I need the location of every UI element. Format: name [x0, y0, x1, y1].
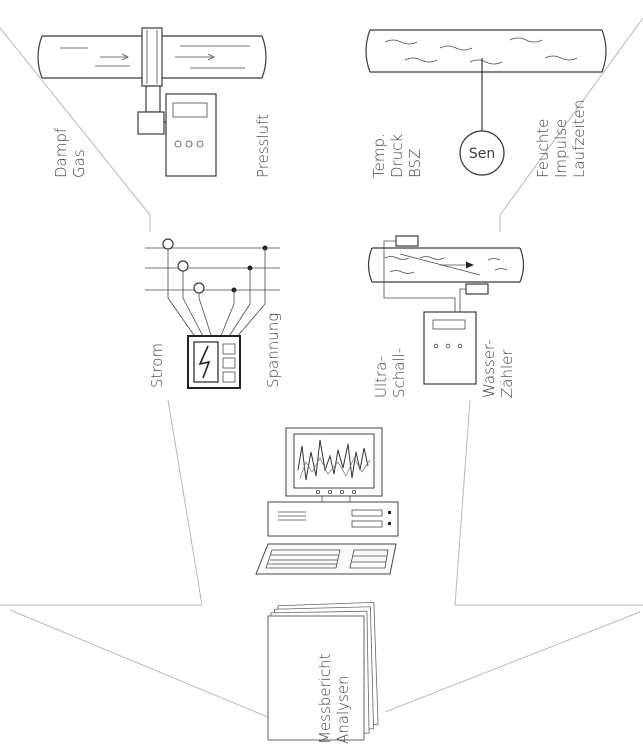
gas-flow-meter-group: Dampf Gas Pressluft	[37, 27, 272, 178]
label-zaehler: Zähler	[498, 349, 516, 398]
label-bsz: BSZ	[406, 149, 424, 178]
flow-sensor-stem	[137, 85, 166, 135]
label-laufzeiten: Laufzeiten	[570, 100, 588, 178]
monitor	[285, 427, 383, 503]
label-analysen: Analysen	[334, 675, 352, 744]
keyboard	[255, 543, 397, 575]
connector-line	[499, 17, 643, 216]
pipe	[367, 247, 525, 283]
report-stack: Messbericht Analysen	[267, 601, 379, 744]
sensor-group: Sen Temp. Druck BSZ Feuchte Impulse Lauf…	[365, 29, 607, 178]
flow-meter-device	[165, 93, 217, 177]
computer-case	[267, 501, 399, 537]
label-impulse: Impulse	[552, 119, 570, 178]
connector-line	[384, 611, 641, 713]
electrical-group: Strom Spannung	[145, 238, 282, 389]
transducer-top	[395, 235, 419, 247]
connector-lines	[0, 17, 643, 719]
label-spannung: Spannung	[264, 313, 282, 388]
water-meter-device	[423, 311, 477, 385]
label-druck: Druck	[388, 134, 406, 178]
transducer-bottom	[465, 283, 489, 295]
sensor-circle	[459, 130, 505, 176]
connector-line	[9, 609, 271, 719]
pipe	[37, 27, 267, 87]
computer-group	[255, 427, 399, 575]
ultrasonic-water-meter-group: Ultra- Schall- Wasser- Zähler	[367, 235, 525, 398]
power-lines	[145, 238, 280, 339]
connector-line	[454, 399, 471, 606]
connector-line	[0, 27, 151, 216]
label-wasser: Wasser-	[480, 339, 498, 398]
label-feuchte: Feuchte	[534, 119, 552, 178]
label-temp: Temp.	[370, 133, 388, 178]
label-schall: Schall-	[390, 348, 408, 398]
label-pressluft: Pressluft	[254, 114, 272, 178]
label-gas: Gas	[70, 149, 88, 178]
sensor-label: Sen	[469, 146, 495, 162]
connector-line	[167, 399, 203, 606]
label-strom: Strom	[148, 343, 166, 388]
pipe	[365, 29, 607, 73]
power-meter-device	[187, 335, 241, 389]
label-messbericht: Messbericht	[316, 653, 334, 744]
label-dampf: Dampf	[52, 127, 70, 178]
label-ultra: Ultra-	[372, 356, 390, 398]
